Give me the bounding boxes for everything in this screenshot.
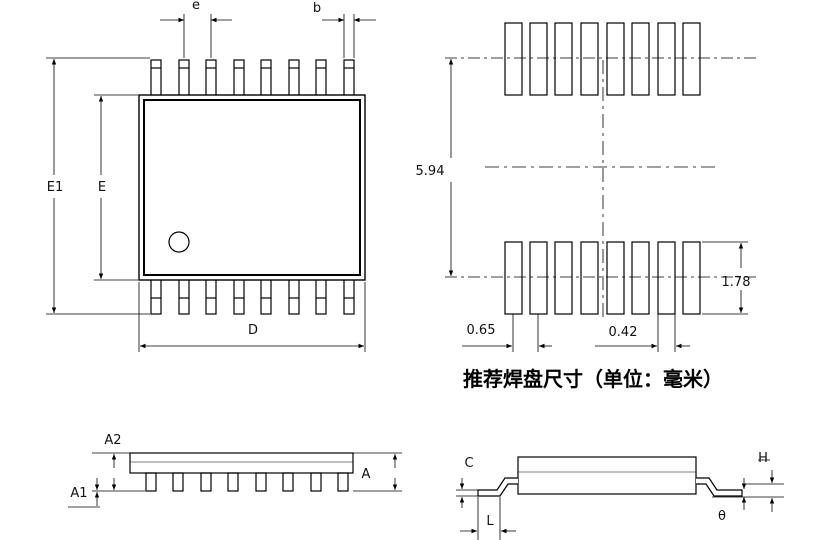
top-pad-row [504,22,701,96]
bottom-pin-row [150,277,355,315]
top-view [46,14,376,352]
end-view [456,456,784,540]
label-H: H [758,451,768,466]
dim-pad-width: 0.42 [609,325,638,340]
label-D: D [248,323,258,338]
land-pattern [445,22,760,352]
label-C: C [464,456,473,471]
top-pin-row [150,59,355,97]
dim-pitch: 0.65 [467,323,496,338]
label-A2: A2 [104,433,121,448]
side-view [68,452,402,508]
pin1-marker [168,231,190,253]
label-E: E [98,180,106,195]
land-pattern-caption: 推荐焊盘尺寸（单位：毫米） [463,367,723,391]
label-E1: E1 [47,180,64,195]
end-body [517,456,697,495]
dim-span: 5.94 [416,164,445,179]
label-A1: A1 [70,486,87,501]
left-lead [477,477,518,497]
label-A: A [362,467,371,482]
label-theta: θ [718,509,726,524]
right-lead [696,477,743,497]
bottom-pad-row [504,241,701,315]
side-leads [145,472,349,492]
label-L: L [486,514,494,529]
dim-pad-length: 1.78 [722,275,751,290]
side-body [129,452,354,474]
package-body [138,94,366,281]
label-b: b [313,1,321,16]
label-e: e [192,0,200,13]
